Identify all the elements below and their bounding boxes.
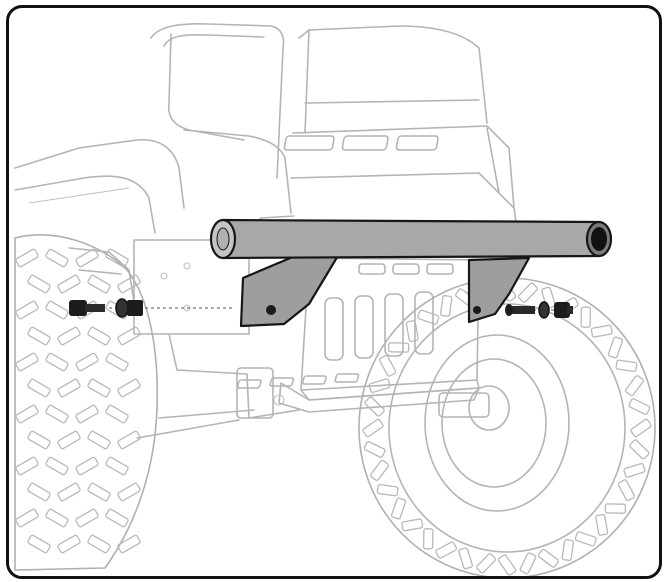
rear-frame-ghost — [68, 239, 480, 439]
left-rear-tire-ghost — [14, 234, 159, 571]
bolt-icon — [69, 300, 105, 316]
left-fasteners — [69, 298, 143, 318]
washer-icon — [115, 298, 129, 318]
right-fasteners — [505, 301, 573, 319]
mower-body-ghost — [14, 23, 522, 257]
nut-icon — [127, 300, 143, 316]
rear-bumper-bar — [209, 218, 613, 328]
assembly-diagram — [14, 23, 656, 576]
washer-icon — [538, 301, 550, 319]
right-rear-tire-ghost — [358, 277, 656, 576]
bolt-icon — [505, 304, 535, 316]
nut-icon — [554, 302, 573, 318]
illustration-frame — [6, 5, 662, 579]
